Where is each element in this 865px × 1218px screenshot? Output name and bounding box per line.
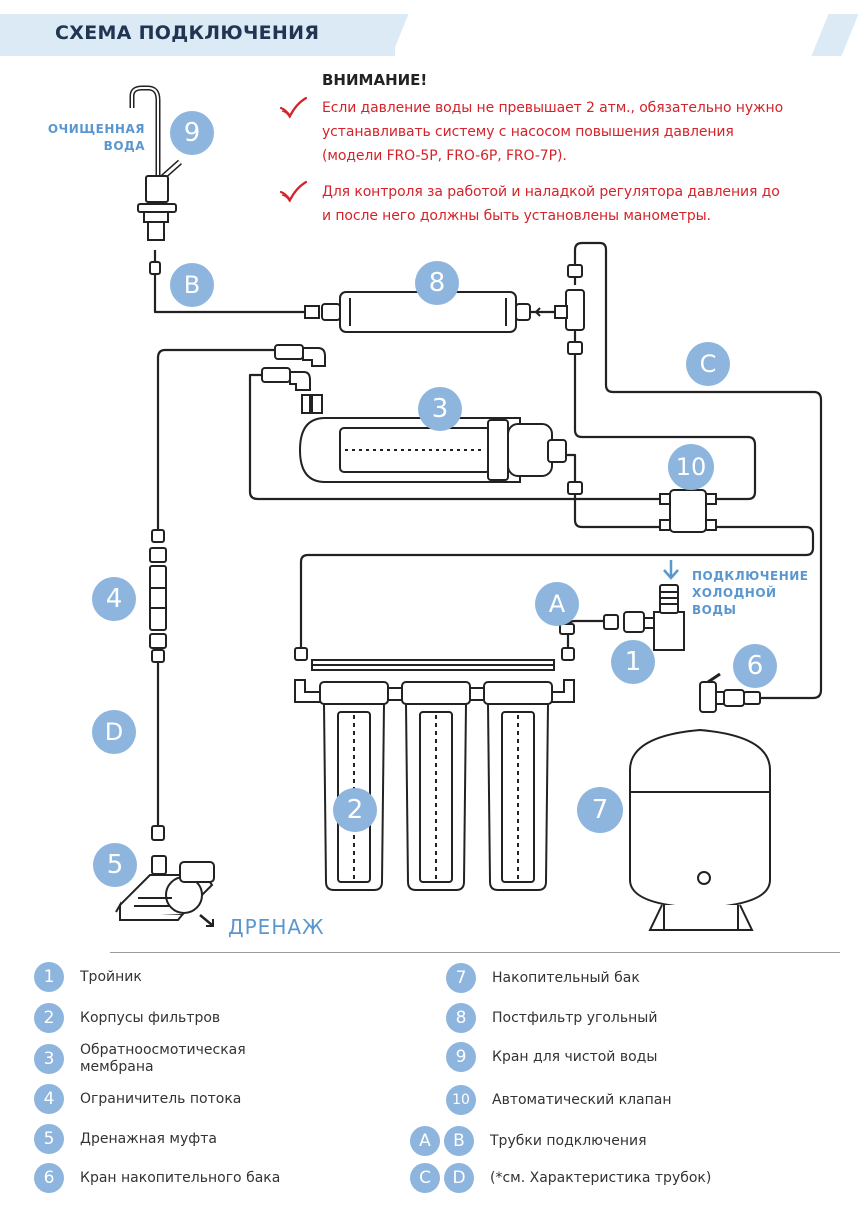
automatic-valve [567,481,717,533]
legend-item-7: 7 Накопительный бак [446,963,640,993]
legend-marker: 3 [34,1044,64,1074]
marker-10: 10 [668,444,714,490]
tube-membrane-out [565,453,668,529]
legend-item-4: 4 Ограничитель потока [34,1084,241,1114]
marker-7: 7 [577,787,623,833]
legend-marker: 10 [446,1085,476,1115]
cold-water-label: ПОДКЛЮЧЕНИЕ ХОЛОДНОЙ ВОДЫ [692,569,809,617]
warning-text-2: Для контроля за работой и наладкой регул… [322,184,780,224]
legend-marker: 5 [34,1124,64,1154]
tube-c [573,241,823,700]
tube-valve-filters [299,525,815,650]
marker-2: 2 [333,788,377,832]
flow-restrictor [149,529,167,841]
legend-text: Автоматический клапан [492,1091,672,1108]
divider [110,952,840,953]
cold-water-arrow [663,560,679,580]
legend-item-8: 8 Постфильтр угольный [446,1003,657,1033]
legend-marker: 6 [34,1163,64,1193]
tube-d [156,348,275,530]
warning-title: ВНИМАНИЕ! [322,71,428,89]
marker-1: 1 [611,640,655,684]
legend-item-ab: A B Трубки подключения [410,1126,647,1156]
legend-marker: A [410,1126,440,1156]
storage-tank [629,728,771,931]
legend-text: Кран накопительного бака [80,1169,281,1186]
drain-label: ДРЕНАЖ [228,915,325,939]
legend-item-2: 2 Корпусы фильтров [34,1003,220,1033]
tube-tee-valve [573,330,757,501]
tee-fitting [554,264,585,355]
header-bar [0,14,395,56]
legend-text: Трубки подключения [490,1132,647,1149]
legend-marker: 9 [446,1042,476,1072]
legend-text: Корпусы фильтров [80,1009,221,1026]
legend-item-6: 6 Кран накопительного бака [34,1163,280,1193]
legend-item-9: 9 Кран для чистой воды [446,1042,657,1072]
marker-b: B [170,263,214,307]
legend-marker: D [444,1163,474,1193]
marker-a: A [535,582,579,626]
marker-4: 4 [92,577,136,621]
drain-clamp [115,855,215,927]
legend-text: Обратноосмотическая мембрана [80,1042,246,1075]
legend-text: Постфильтр угольный [492,1009,658,1026]
clean-water-label: ОЧИЩЕННАЯ ВОДА [47,122,145,153]
marker-d: D [92,710,136,754]
inlet-tee [559,584,685,651]
legend-item-cd: C D (*см. Характеристика трубок) [410,1163,711,1193]
legend-marker: 2 [34,1003,64,1033]
marker-9: 9 [170,111,214,155]
legend-marker: 1 [34,962,64,992]
legend-text: Ограничитель потока [80,1090,242,1107]
membrane-housing [261,344,567,483]
filter-housings [294,647,575,891]
marker-3: 3 [418,387,462,431]
check-icon [279,180,308,203]
warning-text-1: Если давление воды не превышает 2 атм., … [322,100,784,164]
legend-item-1: 1 Тройник [34,962,142,992]
legend-marker: 7 [446,963,476,993]
check-icon [279,96,308,119]
marker-c: C [686,342,730,386]
connection-diagram [115,85,823,931]
legend-marker: 8 [446,1003,476,1033]
legend-item-3: 3 Обратноосмотическая мембрана [34,1042,270,1076]
legend-text: (*см. Характеристика трубок) [490,1169,712,1186]
legend-item-5: 5 Дренажная муфта [34,1124,217,1154]
legend-text: Дренажная муфта [80,1130,217,1147]
legend-marker: C [410,1163,440,1193]
legend-marker: 4 [34,1084,64,1114]
legend-item-10: 10 Автоматический клапан [446,1085,672,1115]
marker-6: 6 [733,644,777,688]
marker-8: 8 [415,261,459,305]
faucet [129,85,182,275]
legend-text: Накопительный бак [492,969,640,986]
marker-5: 5 [93,843,137,887]
legend-text: Тройник [80,968,142,985]
postfilter [304,291,545,333]
tube-membrane-in [248,373,668,501]
legend-marker: B [444,1126,474,1156]
legend-text: Кран для чистой воды [492,1048,658,1065]
page-title: СХЕМА ПОДКЛЮЧЕНИЯ [55,22,320,44]
tank-valve [699,672,761,713]
